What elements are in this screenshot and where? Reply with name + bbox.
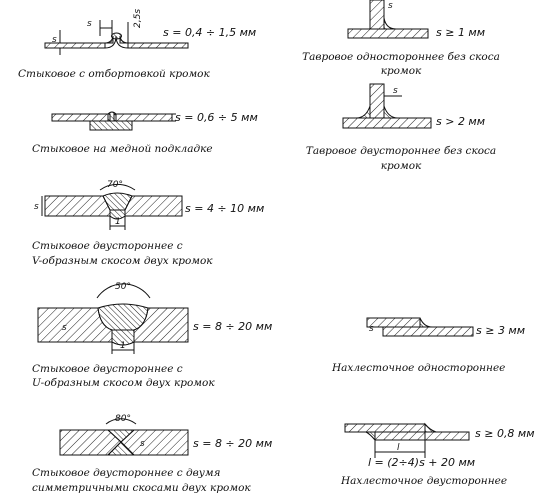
caption-v-line2: V-образным скосом двух кромок	[32, 255, 213, 267]
joint-u-drawing: 50° s 1 s = 8 ÷ 20 мм	[37, 282, 272, 354]
flanged-label-s: s	[87, 19, 92, 29]
caption-tee-one-line2: кромок	[380, 65, 422, 77]
joint-flanged-drawing: s 2,5s s s = 0,4 ÷ 1,5 мм	[44, 9, 256, 55]
caption-u-line2: U-образным скосом двух кромок	[32, 377, 215, 389]
joint-tee-two-drawing: s s > 2 мм	[342, 83, 485, 129]
joint-lap-one-drawing: s s ≥ 3 мм	[366, 317, 525, 337]
x-thickness-range: s = 8 ÷ 20 мм	[193, 437, 272, 450]
flanged-thickness-range: s = 0,4 ÷ 1,5 мм	[163, 26, 256, 39]
v-angle: 70°	[107, 180, 123, 190]
caption-copper: Стыковое на медной подкладке	[32, 143, 213, 155]
u-angle: 50°	[115, 282, 131, 292]
u-label-s: s	[62, 323, 67, 333]
v-thickness-range: s = 4 ÷ 10 мм	[185, 202, 264, 215]
joint-v-drawing: 70° s 1 s = 4 ÷ 10 мм	[34, 180, 264, 230]
lap-one-label-s: s	[369, 324, 374, 334]
flanged-label-thickness: s	[52, 35, 57, 45]
joint-x-drawing: 80° s s = 8 ÷ 20 мм	[59, 414, 272, 456]
x-label-s: s	[140, 439, 145, 449]
caption-x-line1: Стыковое двустороннее с двумя	[32, 467, 221, 479]
lap-two-overlap-formula: l = (2÷4)s + 20 мм	[368, 456, 475, 469]
v-label-gap: 1	[115, 217, 121, 227]
lap-one-thickness-range: s ≥ 3 мм	[476, 324, 525, 337]
joint-tee-one-drawing: s s ≥ 1 мм	[347, 0, 485, 39]
lap-two-thickness-range: s ≥ 0,8 мм	[475, 427, 535, 440]
x-angle: 80°	[115, 414, 131, 424]
caption-lap-two: Нахлесточное двустороннее	[341, 475, 508, 487]
flanged-label-25s: 2,5s	[133, 9, 143, 28]
u-label-gap: 1	[120, 341, 126, 351]
caption-lap-one: Нахлесточное одностороннее	[332, 362, 506, 374]
caption-tee-one-line1: Тавровое одностороннее без скоса	[302, 51, 500, 63]
tee-two-label-s: s	[393, 86, 398, 96]
tee-one-label-s: s	[388, 1, 393, 11]
caption-tee-two-line1: Тавровое двустороннее без скоса	[305, 145, 497, 157]
joint-copper-drawing: s = 0,6 ÷ 5 мм	[51, 111, 258, 131]
caption-x-line2: симметричными скосами двух кромок	[32, 482, 251, 494]
caption-v-line1: Стыковое двустороннее с	[32, 240, 183, 252]
tee-one-thickness-range: s ≥ 1 мм	[436, 26, 485, 39]
tee-two-thickness-range: s > 2 мм	[436, 115, 485, 128]
joint-lap-two-drawing: l s ≥ 0,8 мм l = (2÷4)s + 20 мм	[344, 422, 535, 469]
u-thickness-range: s = 8 ÷ 20 мм	[193, 320, 272, 333]
caption-flanged: Стыковое с отбортовкой кромок	[18, 68, 210, 80]
caption-tee-two-line2: кромок	[380, 160, 422, 172]
lap-two-label-l: l	[397, 443, 400, 453]
caption-u-line1: Стыковое двустороннее с	[32, 363, 183, 375]
v-label-s: s	[34, 202, 39, 212]
copper-thickness-range: s = 0,6 ÷ 5 мм	[175, 111, 258, 124]
